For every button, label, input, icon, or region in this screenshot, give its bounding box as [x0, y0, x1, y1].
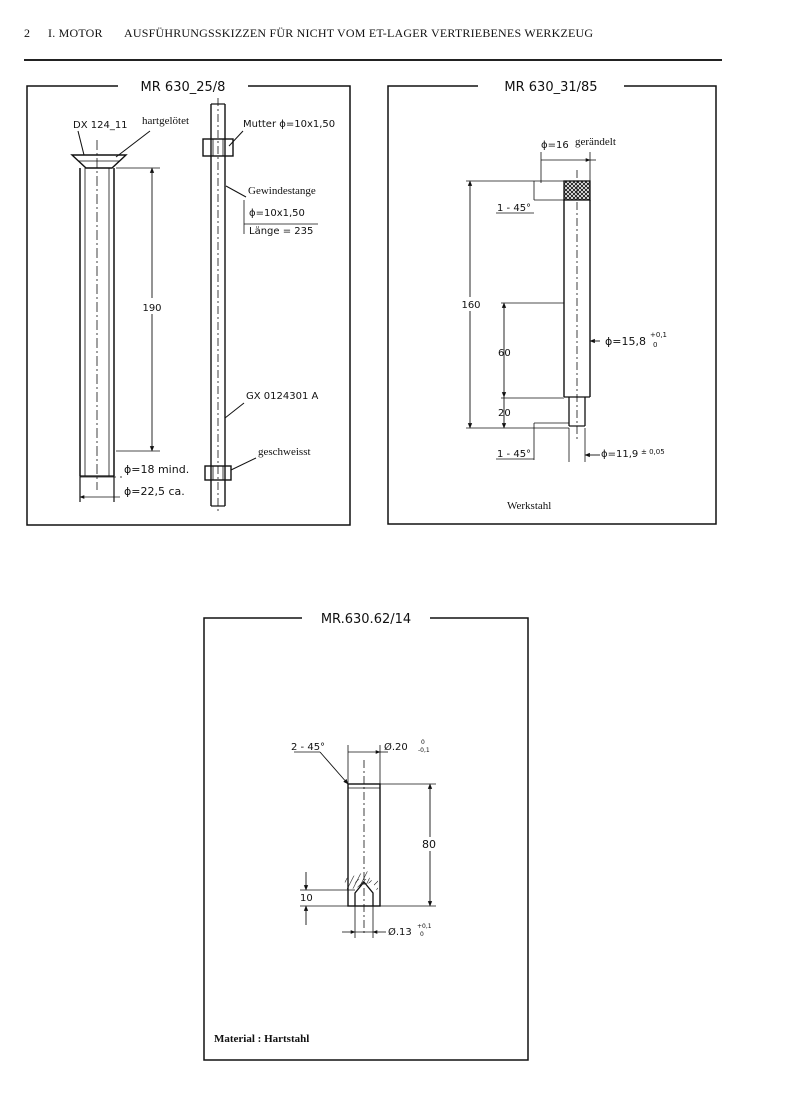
tol-end: ± 0,05	[641, 448, 665, 456]
page-header: 2 I. MOTOR AUSFÜHRUNGSSKIZZEN FÜR NICHT VO…	[24, 26, 764, 41]
chamfer-top: 1 - 45°	[497, 203, 531, 214]
length-60: 60	[498, 348, 511, 359]
tol-outer-upper: 0	[421, 739, 425, 746]
weld-nut-bottom	[204, 465, 232, 481]
page-number: 2	[24, 26, 31, 40]
sketch2-title: MR 630_31/85	[504, 80, 597, 95]
diam-inner: Ø.13	[388, 926, 412, 938]
sketch-mr-630-31-85: MR 630_31/85	[387, 76, 717, 525]
sketch-mr-630-62-14: MR.630.62/14 2 - 45°	[203, 608, 529, 1061]
header-title: AUSFÜHRUNGSSKIZZEN FÜR NICHT VOM ET-LAGE…	[124, 26, 594, 40]
conical-head	[70, 154, 128, 169]
label-brazed: hartgelötet	[142, 115, 189, 127]
length-20: 20	[498, 408, 511, 419]
material-hard-steel: Material : Hartstahl	[214, 1033, 309, 1045]
section-title: I. MOTOR	[48, 26, 103, 40]
sketch2-frame	[387, 85, 717, 525]
pin-bore	[354, 880, 374, 906]
length-160: 160	[461, 300, 480, 311]
part-ref-gx: GX 0124301 A	[246, 391, 318, 402]
label-knurled: gerändelt	[575, 136, 616, 148]
sketch1-title: MR 630_25/8	[141, 80, 226, 95]
sketch-mr-630-25-8: MR 630_25/8	[26, 76, 351, 526]
part-ref-dx: DX 124_11	[73, 120, 128, 131]
diam-ca: ϕ=22,5 ca.	[124, 485, 185, 498]
depth-10: 10	[300, 893, 313, 904]
length-80: 80	[422, 838, 436, 851]
nut-top	[202, 138, 234, 157]
label-threaded-rod: Gewindestange	[248, 185, 316, 197]
tol-inner-upper: +0,1	[417, 923, 432, 930]
diam-main: ϕ=15,8	[605, 335, 646, 348]
chamfer-bottom: 1 - 45°	[497, 449, 531, 460]
sketch3-title: MR.630.62/14	[321, 612, 411, 627]
header-rule	[24, 59, 722, 61]
tol-main-lower: 0	[653, 341, 657, 349]
rod-thread-spec: ϕ=10x1,50	[249, 208, 305, 219]
chamfer-2-45: 2 - 45°	[291, 742, 325, 753]
label-welded: geschweisst	[258, 446, 311, 458]
tol-main-upper: +0,1	[650, 331, 667, 339]
length-190: 190	[142, 303, 161, 314]
diam-knurl: ϕ=16	[541, 140, 569, 151]
sketch1-frame	[26, 85, 351, 526]
material-workshop-steel: Werkstahl	[507, 500, 551, 512]
tol-inner-lower: 0	[420, 931, 424, 938]
sketch3-frame	[203, 617, 529, 1061]
diam-min: ϕ=18 mind.	[124, 463, 189, 476]
rod-length: Länge = 235	[249, 226, 313, 237]
diam-end: ϕ=11,9	[601, 449, 638, 460]
tol-outer-lower: -0,1	[418, 747, 430, 754]
label-nut: Mutter ϕ=10x1,50	[243, 119, 335, 130]
diam-outer: Ø.20	[384, 741, 408, 753]
